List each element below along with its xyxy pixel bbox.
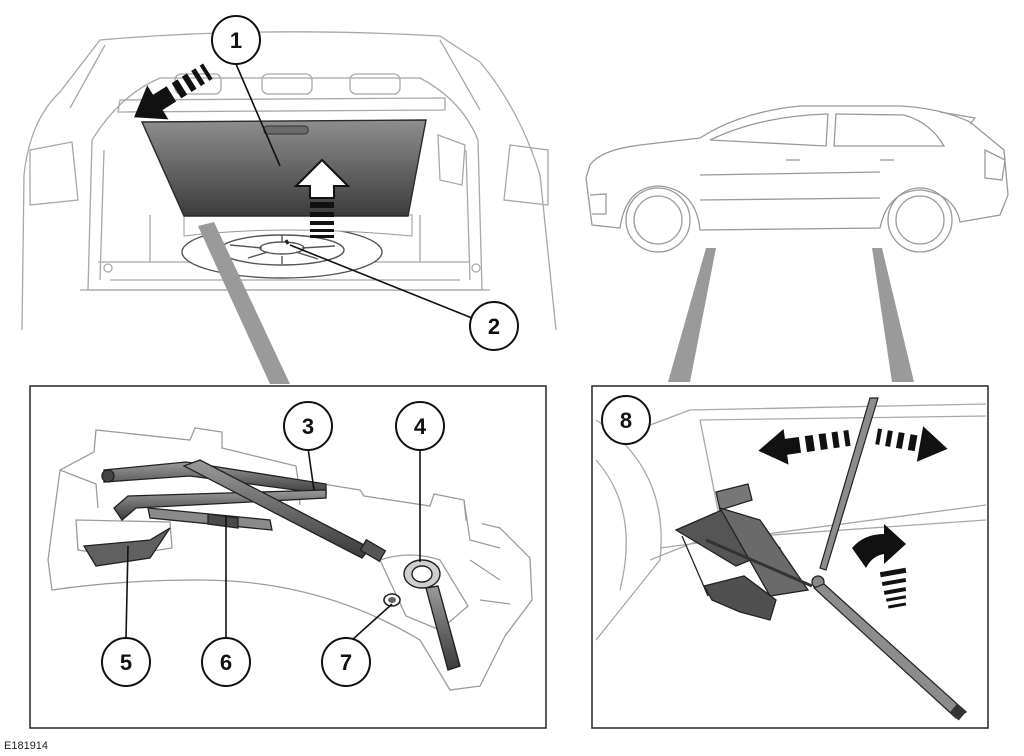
wheel-retainer <box>284 239 290 245</box>
callout-7: 7 <box>321 637 371 687</box>
lift-panel-arrow-icon <box>134 63 213 120</box>
callout-5-leader <box>125 545 129 639</box>
callout-2: 2 <box>469 301 519 351</box>
tool-extension-bar <box>147 507 273 531</box>
lift-up-arrow-icon <box>293 158 351 238</box>
callout-8-number: 8 <box>620 408 632 433</box>
callout-6-number: 6 <box>220 650 232 675</box>
callout-7-number: 7 <box>340 650 352 675</box>
jack-handle-rod <box>819 397 879 571</box>
tool-wheel-nut-adaptor <box>383 593 401 607</box>
connector-left <box>198 222 290 384</box>
jack-crank-end <box>949 703 967 721</box>
callout-3-leader <box>307 447 315 491</box>
callout-1-number: 1 <box>230 28 242 53</box>
callout-2-leader <box>289 244 473 319</box>
load-floor-panel <box>140 119 427 217</box>
callout-6: 6 <box>201 637 251 687</box>
jack-crank-bar <box>812 583 968 719</box>
tool-spanner <box>403 559 461 671</box>
vehicle-side-view <box>585 105 1009 253</box>
callout-3-number: 3 <box>302 414 314 439</box>
tool-towing-eye <box>82 527 171 567</box>
connector-right-rear <box>872 248 914 382</box>
callout-1-leader <box>235 63 281 167</box>
scissor-jack <box>674 483 825 621</box>
connector-right-front <box>668 248 716 382</box>
tool-wheel-brace <box>182 459 387 563</box>
reference-code: E181914 <box>4 740 48 752</box>
callout-3: 3 <box>283 401 333 451</box>
callout-5-number: 5 <box>120 650 132 675</box>
callout-4: 4 <box>395 401 445 451</box>
callout-8: 8 <box>601 395 651 445</box>
callout-2-number: 2 <box>488 314 500 339</box>
rotate-right-arrow-icon <box>875 426 948 462</box>
callout-4-number: 4 <box>414 414 427 439</box>
rotate-left-arrow-icon <box>758 429 851 465</box>
callout-5: 5 <box>101 637 151 687</box>
callout-7-leader <box>351 603 393 641</box>
callout-1: 1 <box>211 15 261 65</box>
crank-rotate-arrow-icon <box>852 524 907 609</box>
